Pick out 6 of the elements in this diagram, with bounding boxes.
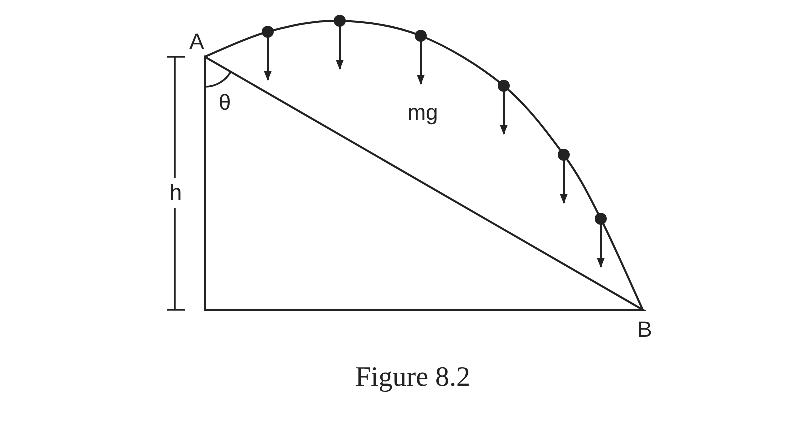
- point-label: A: [190, 31, 204, 53]
- height-label: h: [170, 182, 182, 204]
- figure-caption: Figure 8.2: [355, 364, 471, 392]
- point-label: B: [638, 319, 652, 341]
- angle-label: θ: [218, 92, 232, 114]
- force-label: mg: [408, 102, 438, 124]
